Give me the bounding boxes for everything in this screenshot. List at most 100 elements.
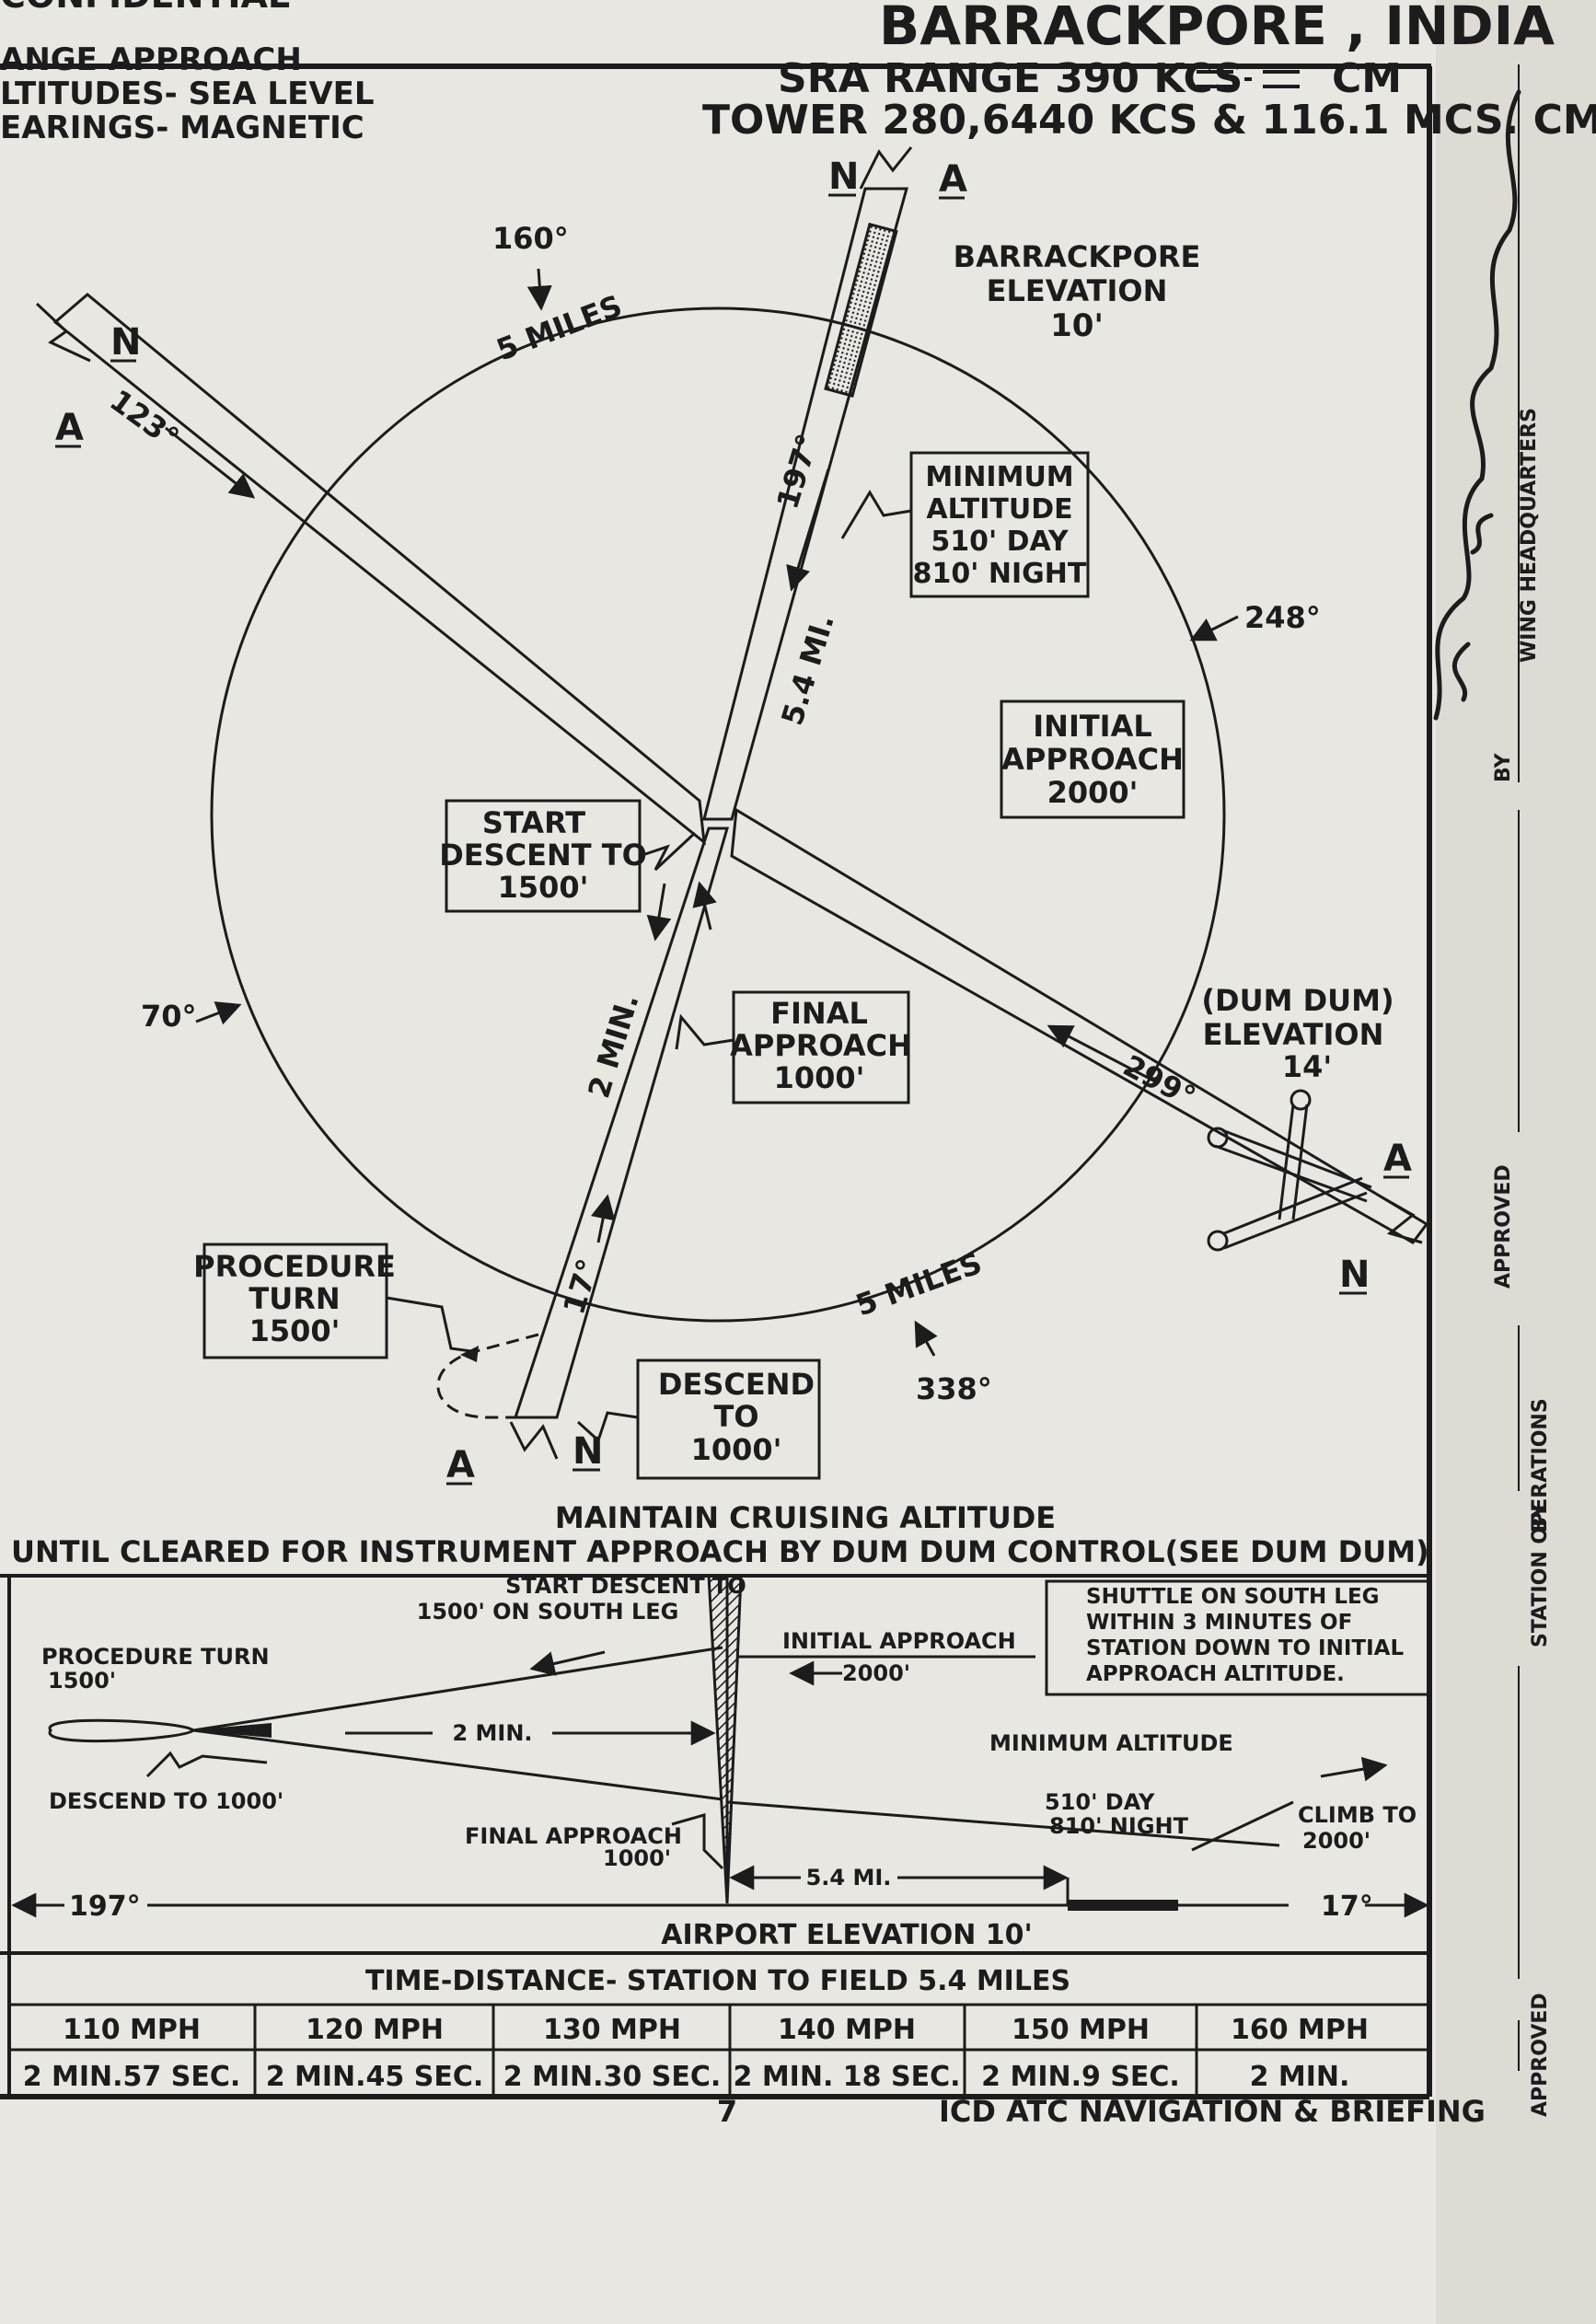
inbound-123-arrow (165, 426, 256, 499)
speed-cell: 160 MPH (1231, 2014, 1369, 2046)
profile-two-min: 2 MIN. (452, 1720, 532, 1746)
profile-climb: CLIMB TO (1298, 1802, 1417, 1828)
bearing-70-label: 70° (141, 999, 197, 1034)
start-descent-line: 1500' (498, 870, 589, 905)
bearing-338-label: 338° (916, 1371, 992, 1406)
barrackpore-elevation-value: 10' (1050, 307, 1104, 344)
approval-margin: APPROVED BY STATION OPERATIONS APPROVED … (1433, 64, 1552, 2117)
note-line: LTITUDES- SEA LEVEL (0, 75, 375, 112)
morse-code-icon (1197, 70, 1300, 88)
bearing-338-pointer (914, 1320, 938, 1357)
profile-procedure-turn: PROCEDURE TURN (41, 1644, 270, 1670)
dum-dum-label: (DUM DUM) (1201, 983, 1394, 1018)
procedure-turn-line: TURN (249, 1281, 340, 1316)
start-descent-line: START (482, 805, 585, 840)
time-cell: 2 MIN. (1250, 2061, 1350, 2093)
table-title: TIME-DISTANCE- STATION TO FIELD 5.4 MILE… (365, 1965, 1070, 1997)
by-outer: BY (1529, 1502, 1552, 1532)
profile-final-line (192, 1729, 723, 1801)
final-approach-line: 1000' (774, 1060, 865, 1095)
profile-view: SHUTTLE ON SOUTH LEG WITHIN 3 MINUTES OF… (11, 1573, 1430, 1951)
profile-left-bearing: 197° (69, 1890, 141, 1923)
chart-notes: ANGE APPROACH LTITUDES- SEA LEVEL EARING… (0, 41, 375, 146)
location-title: BARRACKPORE , INDIA (879, 0, 1555, 57)
speed-cell: 120 MPH (306, 2014, 444, 2046)
nw-beam (52, 293, 706, 846)
profile-climb: 2000' (1302, 1828, 1370, 1854)
profile-descend: DESCEND TO 1000' (49, 1788, 283, 1814)
inbound-197-arrow (786, 468, 830, 592)
n-letter-nw: N (110, 321, 141, 364)
min-alt-line: ALTITUDE (926, 493, 1072, 526)
barrackpore-runway (824, 222, 898, 398)
nw-leg-break (35, 302, 91, 363)
initial-approach-line: 2000' (1047, 775, 1139, 810)
runway-profile (1068, 1900, 1178, 1911)
a-letter-nw: A (55, 407, 84, 449)
initial-approach-line: APPROACH (1001, 742, 1184, 777)
shuttle-line: SHUTTLE ON SOUTH LEG (1086, 1585, 1380, 1609)
instruction-line-1: MAINTAIN CRUISING ALTITUDE (555, 1500, 1056, 1535)
time-cell: 2 MIN. 18 SEC. (734, 2061, 961, 2093)
north-leg-break (859, 146, 913, 190)
procedure-turn-path (436, 1333, 539, 1419)
letter-underlines (55, 193, 1409, 1486)
dum-dum-runways (1207, 1089, 1372, 1252)
descend-to-line: 1000' (691, 1432, 782, 1467)
time-cell: 2 MIN.9 SEC. (981, 2061, 1180, 2093)
time-cell: 2 MIN.30 SEC. (503, 2061, 722, 2093)
a-letter-se: A (1383, 1138, 1412, 1180)
procedure-turn-box: PROCEDURE TURN 1500' (193, 1243, 472, 1359)
south-leg-break (509, 1421, 559, 1460)
speed-cell: 130 MPH (543, 2014, 681, 2046)
a-letter-north: A (939, 158, 967, 201)
bearing-160-label: 160° (492, 221, 569, 256)
profile-day-min: 510' DAY (1045, 1789, 1155, 1815)
profile-final-approach: 1000' (603, 1845, 671, 1871)
inbound-17-arrow-upper (692, 881, 717, 931)
descend-to-line: DESCEND (658, 1367, 815, 1402)
instruction-line-2: UNTIL CLEARED FOR INSTRUMENT APPROACH BY… (11, 1534, 1429, 1569)
min-alt-line: 810' NIGHT (913, 558, 1087, 590)
start-descent-line: DESCENT TO (439, 838, 647, 873)
confidential-stamp: CONFIDENTIAL (0, 0, 290, 16)
publisher: ICD ATC NAVIGATION & BRIEFING (939, 2094, 1486, 2129)
profile-min-altitude: MINIMUM ALTITUDE (989, 1730, 1233, 1756)
se-beam (730, 807, 1429, 1244)
final-approach-box: FINAL APPROACH 1000' (675, 990, 912, 1104)
climb-arrow (1320, 1756, 1388, 1782)
shuttle-note: SHUTTLE ON SOUTH LEG WITHIN 3 MINUTES OF… (1086, 1585, 1404, 1686)
descend-to-line: TO (713, 1399, 758, 1434)
profile-initial-alt: 2000' (842, 1660, 910, 1686)
profile-procedure-turn: 1500' (48, 1668, 116, 1694)
procedure-turn-line: 1500' (249, 1313, 341, 1348)
n-letter-se: N (1339, 1254, 1370, 1296)
dum-dum-elevation-label: ELEVATION (1203, 1017, 1384, 1052)
airport-elevation: AIRPORT ELEVATION 10' (661, 1919, 1032, 1951)
descend-pointer (145, 1751, 268, 1778)
profile-night-min: 810' NIGHT (1049, 1813, 1189, 1839)
min-altitude-box: MINIMUM ALTITUDE 510' DAY 810' NIGHT (840, 451, 1090, 598)
se-leg-break (1380, 1195, 1423, 1244)
note-line: ANGE APPROACH (0, 41, 302, 78)
five-mile-circle (210, 306, 1226, 1323)
note-line: EARINGS- MAGNETIC (0, 110, 364, 146)
initial-approach-box: INITIAL APPROACH 2000' (1000, 700, 1185, 819)
profile-final-approach: FINAL APPROACH (465, 1823, 682, 1849)
south-beam (513, 827, 729, 1419)
profile-initial-approach: INITIAL APPROACH (782, 1628, 1016, 1654)
initial-approach-line: INITIAL (1033, 709, 1151, 744)
procedure-turn-line: PROCEDURE (193, 1249, 396, 1284)
n-letter-north: N (828, 156, 859, 198)
shuttle-line: WITHIN 3 MINUTES OF (1086, 1611, 1352, 1635)
min-alt-line: MINIMUM (925, 461, 1073, 493)
shuttle-box (1045, 1579, 1430, 1696)
profile-start-descent: 1500' ON SOUTH LEG (417, 1599, 679, 1624)
sra-code: CM (1332, 55, 1402, 102)
page-number: 7 (717, 2094, 737, 2129)
outbound-197-arrow (646, 883, 672, 942)
bearing-70-pointer (195, 1001, 242, 1025)
by-inner: BY (1492, 752, 1515, 782)
min-alt-line: 510' DAY (931, 526, 1070, 558)
time-cell: 2 MIN.45 SEC. (266, 2061, 484, 2093)
